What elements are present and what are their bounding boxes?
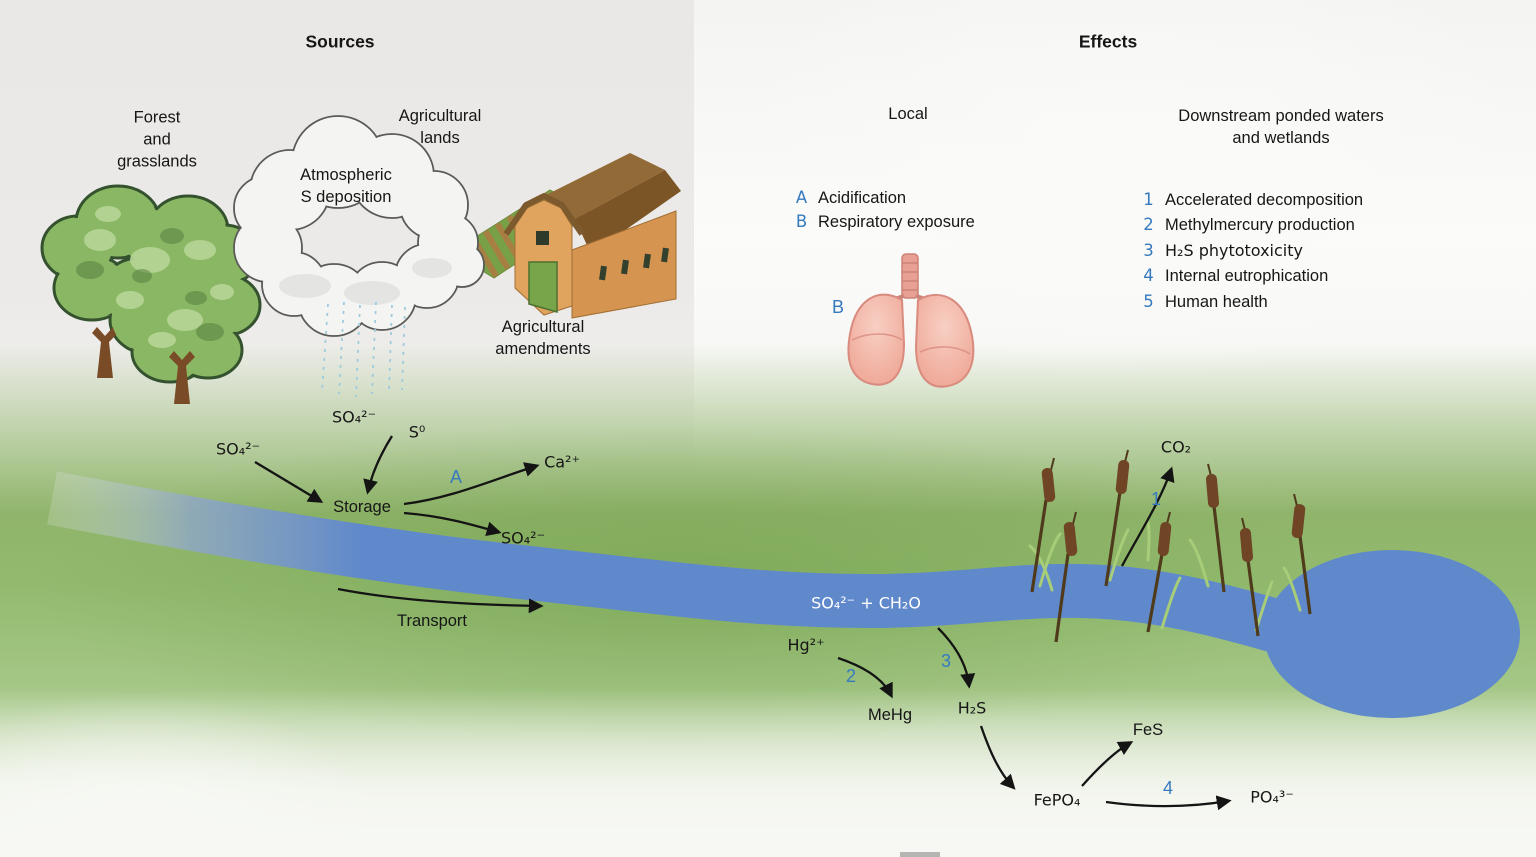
flow-arrows [254,435,1232,811]
ca-label: Ca²⁺ [544,452,580,472]
pathway-4-key: 4 [1162,778,1174,799]
h2s-label: H₂S [957,698,987,718]
list-label: H₂S phytotoxicity [1165,240,1303,260]
s0-label: S⁰ [408,422,426,442]
lungs-b-key: B [831,297,845,318]
downstream-effects-list: 1 Accelerated decomposition 2 Methylmerc… [1141,190,1363,317]
tree-trunk [92,327,118,378]
list-item: 4 Internal eutrophication [1141,266,1363,291]
arrow-transport [337,587,544,614]
list-num-4: 4 [1143,266,1154,286]
arrow-fepo4-to-po4 [1105,795,1232,811]
forest-trees-icon [40,184,262,404]
list-label: Accelerated decomposition [1165,191,1364,209]
legend-item-respiratory: B Respiratory exposure [794,212,975,236]
hg-label: Hg²⁺ [787,635,825,655]
local-effects-legend: A Acidification B Respiratory exposure [794,188,975,236]
list-item: 2 Methylmercury production [1141,215,1363,240]
list-label: Internal eutrophication [1165,267,1329,286]
arrow-river-to-h2s [937,627,976,689]
list-num-2: 2 [1143,215,1154,235]
pond [1264,550,1520,718]
cattails-icon [1028,449,1312,643]
pathway-2-key: 2 [845,666,857,687]
list-label: Human health [1165,292,1268,311]
pathway-3-key: 3 [940,651,952,672]
lungs-icon [847,253,975,388]
downstream-title: Downstream ponded waters and wetlands [1178,107,1384,147]
so4-out-label: SO₄²⁻ [500,528,546,548]
rain-icon [321,301,406,398]
bottom-edge-artifact [900,852,940,857]
pathway-1-key: 1 [1150,489,1162,510]
river-chem-label: SO₄²⁻ + CH₂O [811,593,921,613]
list-num-5: 5 [1143,291,1154,311]
transport-label: Transport [397,612,467,631]
legend-item-acidification: A Acidification [794,188,975,212]
so4-top-label: SO₄²⁻ [331,407,377,427]
arrow-hg-to-mehg [837,656,893,699]
barn-door [528,261,558,313]
local-title: Local [888,105,928,124]
list-item: 5 Human health [1141,292,1363,317]
list-item: 1 Accelerated decomposition [1141,190,1363,215]
barn-window [536,231,549,245]
barn-icon [451,153,681,319]
arrow-deposition-to-storage [363,435,393,495]
pathway-a-key: A [449,467,463,488]
fog-bottom [0,690,1536,857]
list-num-3: 3 [1143,240,1154,260]
legend-key-b: B [795,212,808,231]
arrow-so4-to-storage [254,461,324,503]
storage-label: Storage [333,498,391,517]
list-num-1: 1 [1143,190,1154,209]
mehg-label: MeHg [867,706,913,725]
so4-left-label: SO₄²⁻ [215,439,261,459]
forest-label: Forest and grasslands [117,108,197,170]
arrow-h2s-to-fepo4 [979,725,1016,790]
po4-label: PO₄³⁻ [1250,787,1294,807]
fes-label: FeS [1132,721,1164,740]
co2-label: CO₂ [1160,437,1192,457]
amendments-label: Agricultural amendments [495,318,591,358]
cloud-label: Atmospheric S deposition [300,166,392,206]
agricultural-lands-label: Agricultural lands [398,107,482,147]
river [47,471,1520,718]
legend-label: Acidification [818,189,907,207]
legend-key-a: A [795,188,808,207]
arrow-decomposition-to-co2 [1120,466,1175,567]
arrow-storage-to-so4 [403,511,502,537]
list-label: Methylmercury production [1165,216,1355,235]
arrow-storage-to-ca [403,462,540,506]
sources-title: Sources [305,31,375,52]
effects-title: Effects [1078,31,1138,52]
list-item: 3 H₂S phytotoxicity [1141,241,1363,266]
fog-top-right [640,0,1536,500]
fepo4-label: FePO₄ [1033,790,1081,810]
legend-label: Respiratory exposure [818,213,975,231]
arrow-fepo4-to-fes [1081,741,1134,787]
deposition-cloud-icon [233,115,485,398]
tree-trunk [169,351,195,404]
